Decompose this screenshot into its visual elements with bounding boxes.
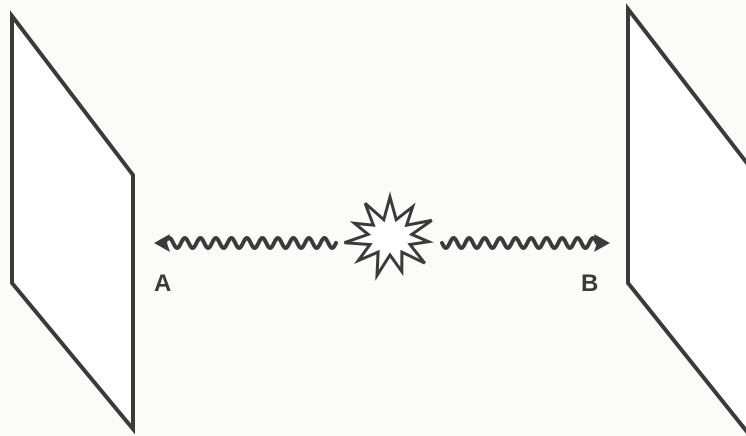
arrowhead-b-icon [594,234,610,252]
right-detector-plate [626,3,746,434]
label-b: B [581,270,599,297]
left-detector-plate [10,10,135,435]
wave-to-b [440,236,599,250]
label-a: A [154,270,172,297]
wave-to-a [166,236,338,250]
arrowhead-a-icon [154,234,170,252]
burst-source-icon [344,191,434,281]
